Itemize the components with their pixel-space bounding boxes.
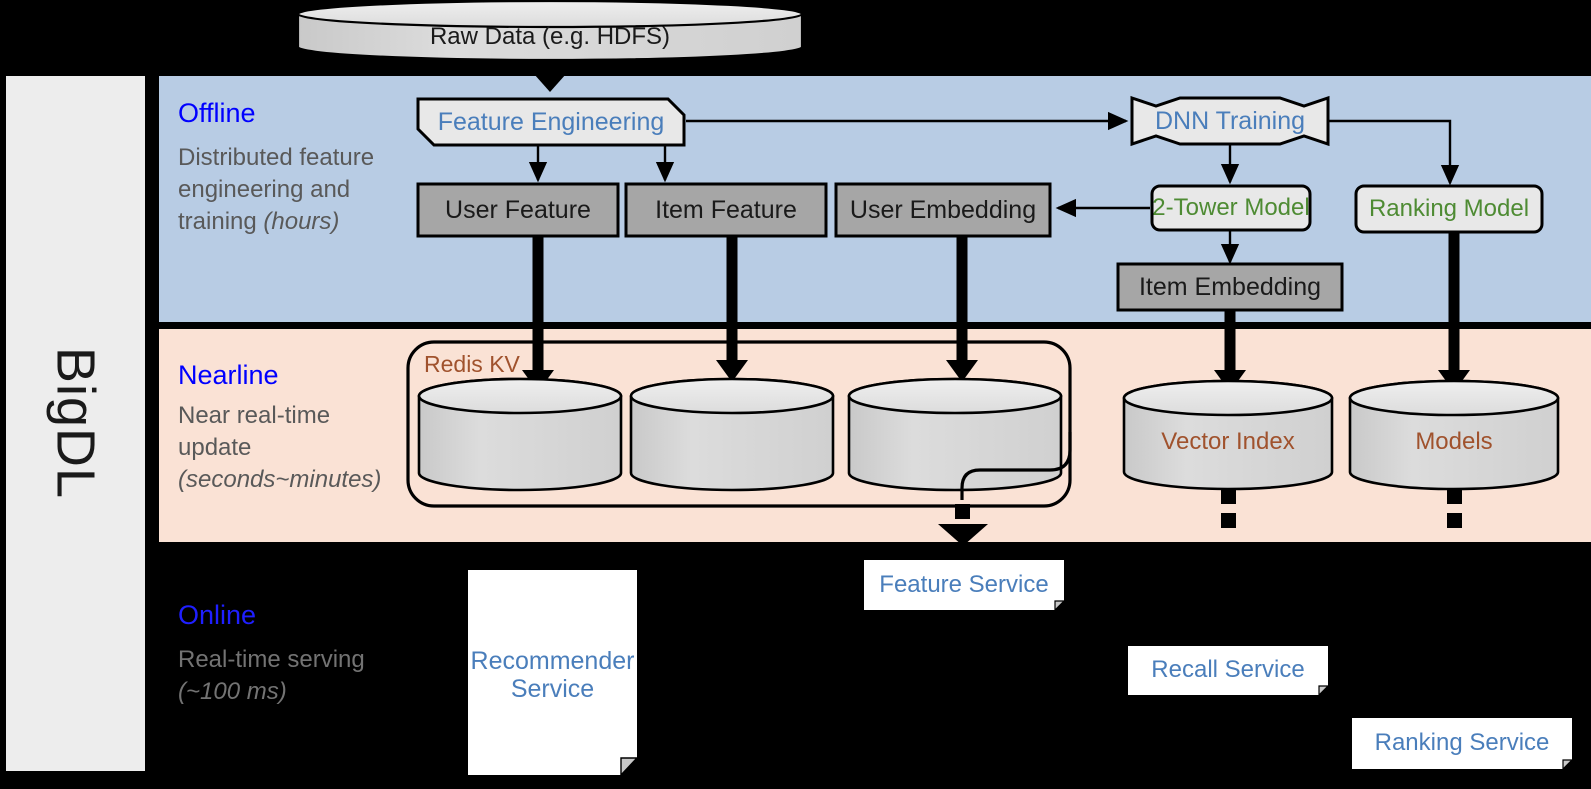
ranking-model-shape xyxy=(1354,184,1544,234)
offline-description: Distributed feature engineering and trai… xyxy=(178,144,375,235)
models-stub-2 xyxy=(1447,513,1462,528)
item-feature-shape xyxy=(624,182,828,238)
item-embedding-shape xyxy=(1116,262,1344,312)
two-tower-model-shape xyxy=(1150,184,1312,232)
user-embedding-shape xyxy=(834,182,1052,238)
nearline-description: Near real-time update (seconds~minutes) xyxy=(178,402,382,493)
ranking-service-shape xyxy=(1352,718,1574,771)
recommender-service-shape xyxy=(468,570,639,777)
user-feature-shape xyxy=(416,182,620,238)
models-stub-1 xyxy=(1447,489,1462,504)
dnn-training-shape xyxy=(1130,95,1330,147)
redis-store-cylinder-3 xyxy=(847,377,1063,492)
vector-index-cylinder xyxy=(1122,379,1334,491)
online-description-italic: (~100 ms) xyxy=(178,677,287,705)
redis-store-cylinder-2 xyxy=(629,377,835,492)
online-description: Real-time serving (~100 ms) xyxy=(178,646,365,705)
vector-index-stub-1 xyxy=(1221,489,1236,504)
raw-data-cylinder xyxy=(296,0,804,62)
bigdl-sidebar-bg xyxy=(6,76,145,771)
vector-index-stub-2 xyxy=(1221,513,1236,528)
recall-service-shape xyxy=(1128,646,1330,697)
models-cylinder xyxy=(1348,379,1560,491)
feature-engineering-shape xyxy=(416,97,686,147)
redis-kv-container xyxy=(406,340,1072,508)
redis-store-cylinder-1 xyxy=(417,377,623,492)
feature-service-shape xyxy=(864,560,1066,612)
nearline-description-italic: (seconds~minutes) xyxy=(178,465,382,493)
offline-description-italic: (hours) xyxy=(263,207,340,235)
